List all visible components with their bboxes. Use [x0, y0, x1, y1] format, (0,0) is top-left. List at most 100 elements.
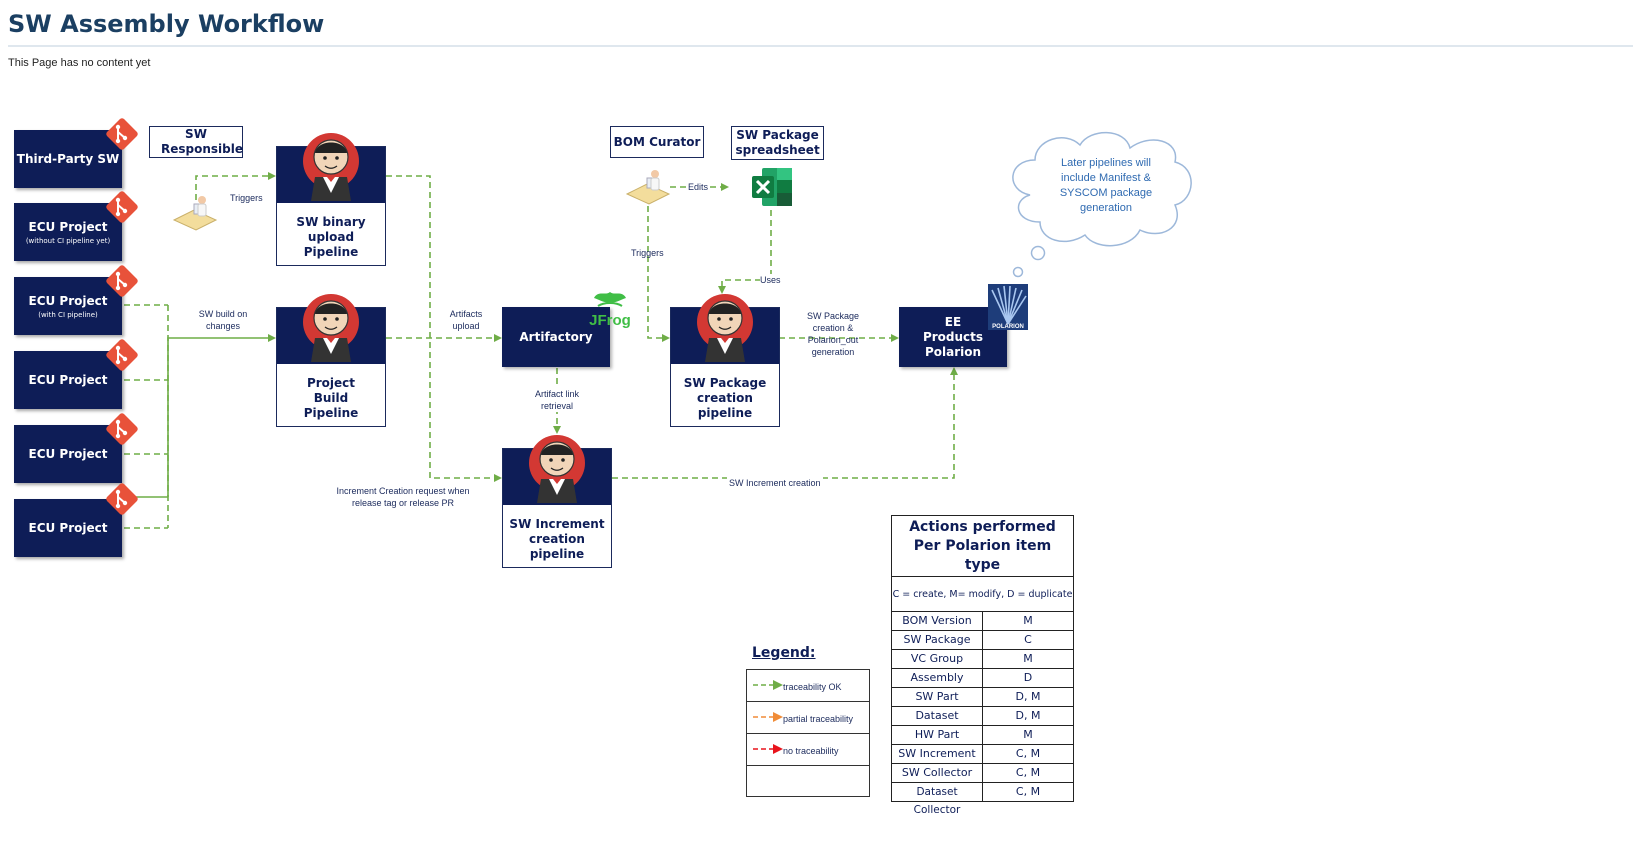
edge-binary-upload-to-increment	[386, 175, 502, 482]
git-icon	[106, 191, 138, 223]
excel-icon	[752, 168, 792, 206]
table-row: Dataset Collector C, M	[892, 783, 1073, 816]
legend-item-partial: partial traceability	[747, 702, 869, 734]
edge-increment-to-polarion	[612, 367, 958, 479]
role-label: SW Package spreadsheet	[735, 128, 820, 157]
title-divider	[8, 45, 1633, 47]
source-label: ECU Project	[28, 447, 108, 461]
source-label: Third-Party SW	[16, 152, 120, 166]
table-row: VC Group M	[892, 650, 1073, 669]
git-icon	[106, 413, 138, 445]
table-cell-action: M	[1023, 614, 1033, 627]
pipeline-sw-package-creation: SW Package creation pipeline	[670, 294, 780, 427]
source-ecu-project-5: ECU Project	[14, 425, 122, 483]
table-cell-item: SW Increment	[892, 745, 983, 763]
pipeline-label: SW binary upload Pipeline	[296, 214, 366, 259]
table-cell-action: D, M	[1015, 690, 1041, 703]
table-cell-item: Assembly	[892, 669, 983, 687]
table-cell-action: M	[1023, 652, 1033, 665]
pipeline-label: SW Package creation pipeline	[683, 375, 767, 420]
legend-item-ok: traceability OK	[747, 670, 869, 702]
pipeline-sw-binary-upload: SW binary upload Pipeline	[276, 133, 386, 266]
user-workstation-icon	[172, 196, 218, 231]
edge-label-artifact-link: Artifact link retrieval	[527, 388, 587, 412]
role-label: SW Responsible	[161, 127, 243, 156]
role-sw-package-spreadsheet: SW Package spreadsheet	[731, 126, 824, 160]
source-label: ECU Project	[28, 219, 108, 234]
jenkins-icon	[303, 133, 359, 201]
jenkins-icon	[529, 435, 585, 503]
source-sublabel: (without CI pipeline yet)	[25, 236, 111, 245]
source-label: ECU Project	[28, 293, 108, 308]
actions-table-subtitle: C = create, M= modify, D = duplicate	[892, 577, 1073, 612]
git-icon	[106, 265, 138, 297]
actions-table-title: Actions performed Per Polarion item type	[892, 516, 1073, 577]
pipeline-sw-increment-creation: SW Increment creation pipeline	[502, 435, 612, 568]
table-cell-action: M	[1023, 728, 1033, 741]
system-ee-products-polarion: EE Products Polarion	[899, 307, 1007, 367]
jenkins-icon	[697, 294, 753, 362]
edge-label-triggers: Triggers	[230, 193, 263, 203]
table-cell-item: Dataset Collector	[892, 783, 983, 816]
edge-label-text: SW build on changes	[198, 309, 248, 331]
legend-item-none: no traceability	[747, 734, 869, 766]
jfrog-icon: JFrog	[589, 292, 631, 329]
table-row: SW Part D, M	[892, 688, 1073, 707]
git-icon	[106, 339, 138, 371]
role-sw-responsible: SW Responsible	[149, 126, 243, 158]
edge-sw-responsible-to-binary-upload	[195, 172, 276, 200]
system-label: Artifactory	[519, 330, 593, 344]
table-cell-action: C, M	[1015, 785, 1041, 798]
pipeline-project-build: Project Build Pipeline	[276, 294, 386, 427]
table-cell-item: SW Package	[892, 631, 983, 649]
edge-spreadsheet-uses-package	[718, 210, 772, 294]
table-cell-action: C, M	[1015, 747, 1041, 760]
table-cell-action: C, M	[1015, 766, 1041, 779]
table-cell-item: SW Collector	[892, 764, 983, 782]
table-row: Assembly D	[892, 669, 1073, 688]
role-bom-curator: BOM Curator	[610, 126, 704, 158]
system-label: EE Products Polarion	[922, 314, 984, 359]
source-label: ECU Project	[28, 521, 108, 535]
git-icon	[106, 483, 138, 515]
legend-label: no traceability	[783, 746, 839, 756]
edge-label-triggers-2: Triggers	[631, 248, 664, 258]
edge-label-edits: Edits	[688, 181, 709, 193]
table-cell-action: D, M	[1015, 709, 1041, 722]
user-workstation-icon	[625, 170, 671, 205]
page-note: This Page has no content yet	[8, 57, 151, 69]
edge-label-text: Artifacts upload	[449, 309, 483, 331]
table-row: SW Collector C, M	[892, 764, 1073, 783]
edge-bom-triggers-package	[647, 206, 670, 342]
edge-label-increment-request: Increment Creation request when release …	[336, 485, 470, 509]
table-cell-item: SW Part	[892, 688, 983, 706]
system-artifactory: Artifactory	[502, 307, 610, 367]
jenkins-icon	[303, 294, 359, 362]
green-arrow-icon	[753, 680, 783, 690]
edge-label-artifacts-upload: Artifacts upload	[443, 308, 489, 332]
edge-label-text: Increment Creation request when release …	[336, 486, 470, 508]
edge-label-text: SW Package creation & Polarion_out gener…	[806, 311, 860, 357]
pipeline-label: Project Build Pipeline	[303, 375, 359, 420]
legend: traceability OK partial traceability no …	[746, 669, 870, 797]
pipeline-label: SW Increment creation pipeline	[509, 516, 605, 561]
red-arrow-icon	[753, 744, 783, 754]
cloud-note: Later pipelines will include Manifest & …	[1059, 157, 1153, 214]
source-ecu-project-no-ci: ECU Project (without CI pipeline yet)	[14, 203, 122, 261]
table-cell-action: D	[1023, 671, 1033, 684]
table-cell-item: HW Part	[892, 726, 983, 744]
source-ecu-project-4: ECU Project	[14, 351, 122, 409]
edge-label-sw-build: SW build on changes	[195, 308, 251, 332]
legend-label: partial traceability	[783, 714, 854, 724]
edge-label-text: Artifact link retrieval	[534, 389, 579, 411]
source-ecu-project-ci: ECU Project (with CI pipeline)	[14, 277, 122, 335]
source-sublabel: (with CI pipeline)	[38, 310, 98, 319]
orange-arrow-icon	[753, 712, 783, 722]
source-label: ECU Project	[28, 373, 108, 387]
table-cell-item: VC Group	[892, 650, 983, 668]
table-row: SW Increment C, M	[892, 745, 1073, 764]
